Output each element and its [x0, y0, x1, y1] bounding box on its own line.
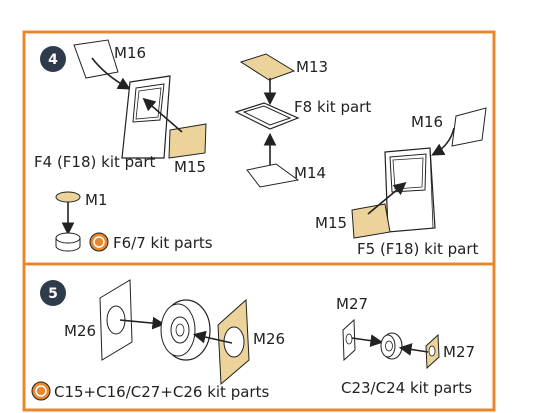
- m15-left-arrow: [142, 97, 183, 133]
- svg-text:4: 4: [48, 52, 58, 68]
- f5-door-part: [384, 147, 436, 233]
- m15-right-plate: [351, 203, 391, 239]
- tail-wheel-part: [380, 332, 403, 360]
- m16-right-arrow: [431, 127, 455, 156]
- label-m16-left: M16: [114, 44, 146, 62]
- label-m1: M1: [85, 191, 108, 209]
- m15-left-plate: [168, 123, 207, 159]
- m14-sheet: [246, 163, 300, 188]
- m26-right-mask: [217, 298, 250, 386]
- label-m13: M13: [296, 58, 328, 76]
- label-c15-kit: C15+C16/C27+C26 kit parts: [54, 383, 269, 401]
- f8-frame-part: [234, 102, 300, 130]
- f67-cylinder-part: [55, 232, 81, 252]
- label-f5-kit: F5 (F18) kit part: [357, 240, 479, 258]
- main-wheel-part: [160, 299, 211, 361]
- m16-left-arrow: [91, 57, 131, 90]
- label-m27-right: M27: [443, 343, 475, 361]
- label-f8-kit: F8 kit part: [294, 98, 371, 116]
- label-f67-kit: F6/7 kit parts: [113, 234, 213, 252]
- label-c23-kit: C23/C24 kit parts: [341, 379, 472, 397]
- m26-left-mask: [99, 279, 133, 361]
- step5-badge: 5: [40, 280, 66, 306]
- m26-left-arrow: [119, 316, 166, 330]
- step5-frame: [22, 262, 496, 412]
- label-m16-right: M16: [411, 113, 443, 131]
- label-m14: M14: [294, 164, 326, 182]
- m16-right-sheet: [451, 107, 487, 147]
- f4-door-part: [121, 75, 171, 159]
- label-m15-left: M15: [174, 158, 206, 176]
- m27-right-arrow: [398, 343, 429, 356]
- m16-left-sheet: [73, 39, 119, 79]
- m13-plate: [239, 53, 296, 81]
- label-m26-right: M26: [253, 330, 285, 348]
- svg-text:5: 5: [48, 286, 58, 302]
- m27-left-arrow: [351, 334, 384, 347]
- step4-badge: 4: [40, 46, 66, 72]
- label-f4-kit: F4 (F18) kit part: [34, 153, 156, 171]
- resin-part-icon: [89, 232, 109, 252]
- label-m27-top: M27: [336, 295, 368, 313]
- resin-part-icon: [31, 381, 51, 401]
- m26-right-arrow: [192, 330, 233, 344]
- m27-left-mask: [342, 318, 356, 362]
- label-m26-left: M26: [64, 322, 96, 340]
- label-m15-right: M15: [315, 214, 347, 232]
- m15-right-arrow: [367, 181, 407, 215]
- m27-right-mask: [425, 333, 440, 370]
- m1-disc: [55, 191, 81, 203]
